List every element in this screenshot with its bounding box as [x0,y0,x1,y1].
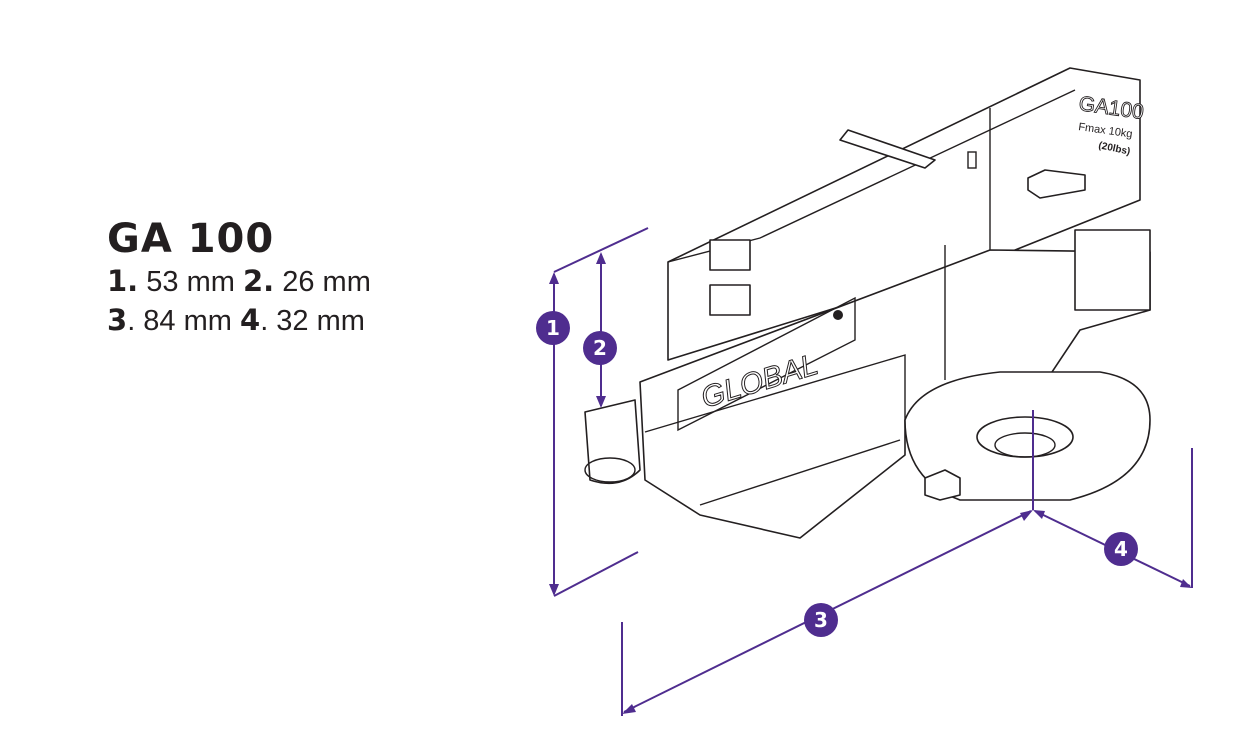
svg-text:4: 4 [1114,537,1128,561]
dimension-row-1: 1. 53 mm 2. 26 mm [107,262,371,301]
dim-3-value: . 84 mm [127,305,232,337]
dim-1-value: 53 mm [146,266,235,298]
dim-4-value: . 32 mm [260,305,365,337]
adapter-body [584,67,1151,539]
dimension-row-2: 3. 84 mm 4. 32 mm [107,301,371,340]
dim-4-num: 4 [240,303,261,337]
spec-block: GA 100 1. 53 mm 2. 26 mm 3. 84 mm 4. 32 … [107,216,371,340]
svg-text:2: 2 [593,336,607,360]
badge-1: 1 [536,311,570,345]
svg-text:1: 1 [546,316,560,340]
dim-3-num: 3 [107,303,128,337]
badge-2: 2 [583,331,617,365]
svg-text:3: 3 [814,608,828,632]
badge-3: 3 [804,603,838,637]
dim-2-value: 26 mm [282,266,371,298]
product-title: GA 100 [107,216,275,262]
logo-dot [833,310,843,320]
badge-4: 4 [1104,532,1138,566]
dim-2-num: 2. [242,264,275,298]
dim-1-num: 1. [107,264,139,298]
